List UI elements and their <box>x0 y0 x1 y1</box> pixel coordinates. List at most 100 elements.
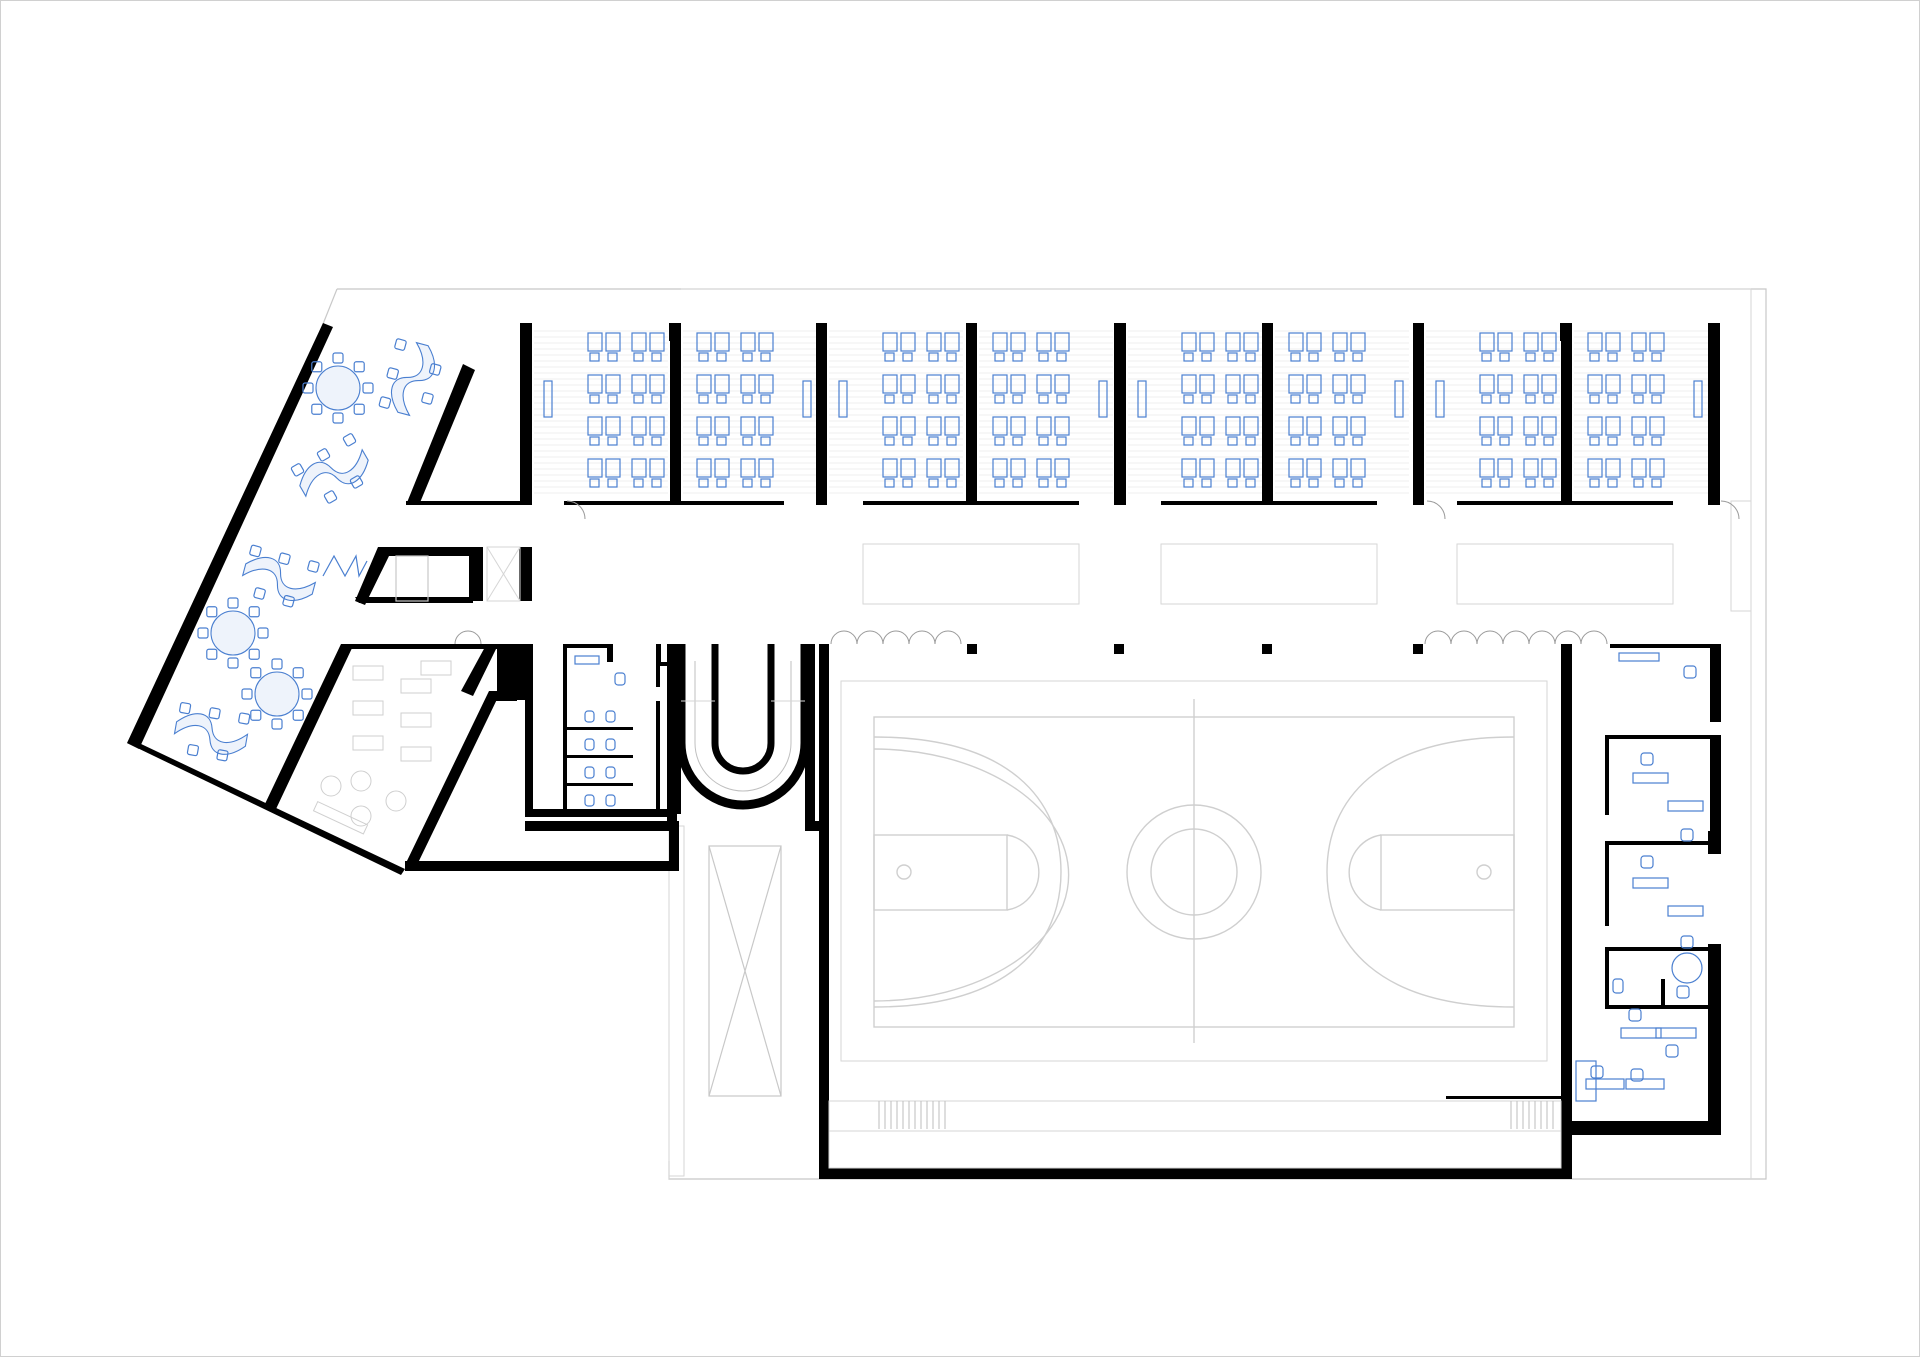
student-desk <box>1631 458 1647 478</box>
chair <box>227 597 239 609</box>
student-desk <box>1497 416 1513 436</box>
chair <box>248 648 260 660</box>
student-desk <box>605 374 621 394</box>
chair <box>227 657 239 669</box>
student-desk <box>1541 374 1557 394</box>
door-swing <box>1720 500 1740 520</box>
student-desk <box>1181 374 1197 394</box>
chair <box>1245 352 1256 362</box>
chair <box>1290 478 1301 488</box>
student-desk <box>1010 374 1026 394</box>
work-table <box>352 700 384 716</box>
student-desk <box>926 458 942 478</box>
chair <box>1543 478 1554 488</box>
stairs <box>486 546 782 1097</box>
bench <box>312 800 369 835</box>
chair <box>206 606 218 618</box>
toilet <box>605 794 616 807</box>
student-desk <box>1332 332 1348 352</box>
student-desk <box>1199 374 1215 394</box>
student-desk <box>649 332 665 352</box>
chair <box>1227 478 1238 488</box>
chair <box>394 338 407 351</box>
toilet <box>584 710 595 723</box>
chair <box>1481 394 1492 404</box>
chair <box>253 587 266 600</box>
chair <box>1290 394 1301 404</box>
chair <box>257 627 269 639</box>
chair <box>271 718 283 730</box>
chair <box>1245 436 1256 446</box>
wall-column <box>1561 323 1572 505</box>
chair <box>928 478 939 488</box>
student-desk <box>1181 332 1197 352</box>
teacher-desk <box>1394 380 1404 418</box>
chair <box>607 352 618 362</box>
student-desk <box>1306 332 1322 352</box>
chair <box>290 463 305 477</box>
student-desk <box>587 332 603 352</box>
work-table <box>400 712 432 728</box>
student-desk <box>1541 332 1557 352</box>
chair <box>742 352 753 362</box>
chair <box>1589 436 1600 446</box>
student-desk <box>1479 416 1495 436</box>
door-swing <box>1476 630 1504 645</box>
curved-table <box>173 702 251 762</box>
office-chair <box>1680 935 1694 949</box>
student-desk <box>1605 458 1621 478</box>
student-desk <box>1605 332 1621 352</box>
chair <box>386 367 399 380</box>
student-desk <box>1541 458 1557 478</box>
chair <box>311 403 323 415</box>
chair <box>1308 394 1319 404</box>
office-chair <box>1630 1068 1644 1082</box>
student-desk <box>1054 332 1070 352</box>
student-desk <box>758 374 774 394</box>
chair <box>1607 352 1618 362</box>
work-table <box>420 660 452 676</box>
student-desk <box>1036 332 1052 352</box>
student-desk <box>1350 374 1366 394</box>
chair <box>698 352 709 362</box>
student-desk <box>992 458 1008 478</box>
office-wing <box>1575 652 1704 1102</box>
chair <box>216 749 229 762</box>
office-desk <box>1667 800 1704 812</box>
student-desk <box>1541 416 1557 436</box>
chair <box>349 475 364 489</box>
student-desk <box>1181 416 1197 436</box>
toilet <box>584 766 595 779</box>
toilet <box>584 738 595 751</box>
toilet <box>605 710 616 723</box>
teacher-desk <box>1098 380 1108 418</box>
chair <box>378 396 392 409</box>
chair <box>1308 478 1319 488</box>
chair <box>698 436 709 446</box>
chair <box>1607 394 1618 404</box>
student-desk <box>1479 332 1495 352</box>
student-desk <box>1243 374 1259 394</box>
student-desk <box>587 374 603 394</box>
chair <box>292 667 304 679</box>
chair <box>902 436 913 446</box>
chair <box>928 436 939 446</box>
teacher-desk <box>838 380 848 418</box>
chair <box>651 478 662 488</box>
student-desk <box>1225 374 1241 394</box>
chair <box>323 490 338 504</box>
wall-column <box>1708 323 1720 505</box>
walls <box>127 323 1721 1179</box>
student-desk <box>1036 374 1052 394</box>
student-desk <box>1497 332 1513 352</box>
student-desk <box>1332 374 1348 394</box>
chair <box>353 403 365 415</box>
student-desk <box>1587 458 1603 478</box>
chair <box>589 436 600 446</box>
student-desk <box>696 374 712 394</box>
student-desk <box>1054 458 1070 478</box>
student-desk <box>900 458 916 478</box>
chair <box>1352 478 1363 488</box>
student-desk <box>926 332 942 352</box>
student-desk <box>1649 458 1665 478</box>
